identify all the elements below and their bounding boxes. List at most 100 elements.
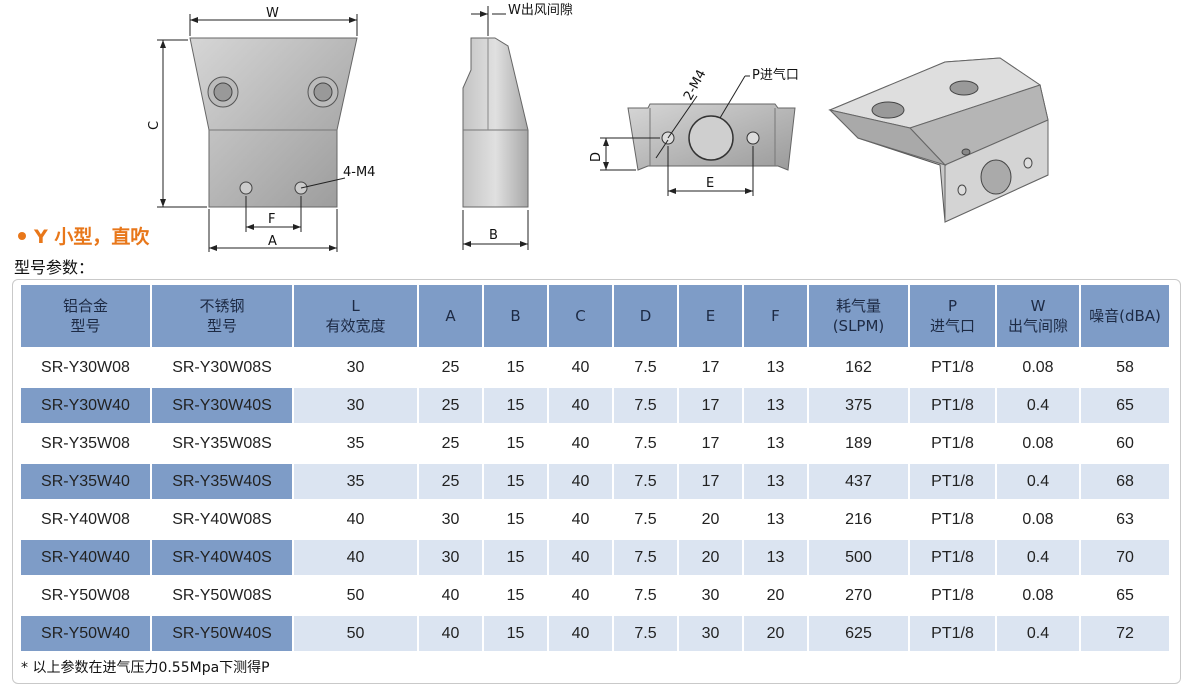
table-cell: 0.08: [1022, 510, 1054, 528]
table-cell: 40: [346, 510, 365, 528]
table-cell: SR-Y40W08: [41, 510, 130, 528]
table-cell: PT1/8: [931, 510, 974, 528]
table-cell: 65: [1116, 586, 1134, 604]
table-cell: 15: [506, 434, 525, 452]
table-cell: 20: [744, 616, 807, 651]
table-cell: 15: [484, 540, 547, 575]
table-cell: SR-Y35W40S: [152, 464, 292, 499]
table-cell: 17: [679, 464, 742, 499]
table-cell: 40: [549, 388, 612, 423]
table-cell: 25: [441, 358, 460, 376]
table-cell: 0.4: [997, 388, 1079, 423]
table-cell: 15: [506, 586, 525, 604]
table-cell: SR-Y50W40: [21, 616, 150, 651]
table-cell: 437: [809, 464, 908, 499]
table-cell: 50: [294, 616, 417, 651]
table-cell: 15: [506, 510, 525, 528]
table-cell: 7.5: [634, 586, 657, 604]
subtitle: 型号参数：: [14, 258, 95, 277]
dim-d-label: D: [589, 152, 604, 162]
table-cell: 13: [766, 358, 785, 376]
table-cell: 7.5: [634, 510, 657, 528]
table-cell: 7.5: [614, 464, 677, 499]
header-b: B: [484, 285, 547, 347]
table-cell: 625: [809, 616, 908, 651]
table-cell: 40: [441, 586, 460, 604]
bottom-view-drawing: 2-M4 P进气口 D E: [589, 67, 799, 196]
table-cell: 40: [571, 510, 590, 528]
table-cell: 20: [766, 586, 785, 604]
bullet-icon: [18, 231, 26, 240]
header-air-consumption: 耗气量(SLPM): [809, 285, 908, 347]
table-cell: 15: [484, 616, 547, 651]
table-cell: 500: [809, 540, 908, 575]
dim-p-label: P进气口: [752, 67, 799, 83]
header-f: F: [744, 285, 807, 347]
front-view-drawing: W C 4-M4 F A: [147, 6, 375, 252]
table-cell: PT1/8: [931, 434, 974, 452]
table-cell: 60: [1116, 434, 1134, 452]
table-cell: SR-Y30W08S: [172, 358, 272, 376]
table-cell: 50: [346, 586, 365, 604]
dim-e-label: E: [706, 176, 714, 191]
table-cell: 17: [701, 434, 720, 452]
footnote: * 以上参数在进气压力0.55Mpa下测得P: [21, 660, 270, 676]
header-noise: 噪音(dBA): [1081, 285, 1169, 347]
table-cell: 216: [845, 510, 872, 528]
table-cell: 40: [571, 358, 590, 376]
table-cell: 20: [701, 510, 720, 528]
table-cell: 30: [441, 510, 460, 528]
table-cell: 25: [441, 434, 460, 452]
table-cell: SR-Y50W40S: [152, 616, 292, 651]
table-cell: PT1/8: [910, 540, 995, 575]
header-d: D: [614, 285, 677, 347]
table-cell: 30: [679, 616, 742, 651]
table-cell: SR-Y30W40S: [152, 388, 292, 423]
table-cell: 35: [346, 434, 365, 452]
table-cell: 25: [419, 388, 482, 423]
table-cell: 13: [744, 540, 807, 575]
table-cell: 189: [845, 434, 872, 452]
table-cell: 0.4: [997, 616, 1079, 651]
table-cell: 270: [845, 586, 872, 604]
table-cell: SR-Y30W08: [41, 358, 130, 376]
table-cell: 68: [1081, 464, 1169, 499]
header-e: E: [679, 285, 742, 347]
dim-2m4-label: 2-M4: [681, 67, 709, 103]
table-cell: PT1/8: [931, 358, 974, 376]
table-cell: PT1/8: [931, 586, 974, 604]
table-cell: SR-Y40W40: [21, 540, 150, 575]
table-cell: 17: [679, 388, 742, 423]
table-cell: 375: [809, 388, 908, 423]
table-cell: 30: [294, 388, 417, 423]
table-cell: 0.08: [1022, 586, 1054, 604]
table-cell: 20: [679, 540, 742, 575]
table-cell: 40: [571, 434, 590, 452]
table-cell: 13: [744, 464, 807, 499]
dim-b-label: B: [489, 228, 498, 243]
table-cell: 13: [766, 510, 785, 528]
side-view-drawing: W出风间隙 B: [462, 3, 573, 250]
table-cell: 63: [1116, 510, 1134, 528]
table-cell: SR-Y50W08S: [172, 586, 272, 604]
table-cell: 0.08: [1022, 358, 1054, 376]
table-cell: 58: [1116, 358, 1134, 376]
isometric-view-drawing: [828, 57, 1049, 223]
table-cell: 40: [549, 540, 612, 575]
table-cell: 13: [766, 434, 785, 452]
dim-w-label: W: [266, 6, 279, 21]
dim-f-label: F: [268, 212, 275, 227]
table-cell: SR-Y40W40S: [152, 540, 292, 575]
dim-4m4-label: 4-M4: [343, 165, 375, 180]
table-cell: PT1/8: [910, 464, 995, 499]
section-title: Y 小型，直吹: [18, 222, 149, 249]
